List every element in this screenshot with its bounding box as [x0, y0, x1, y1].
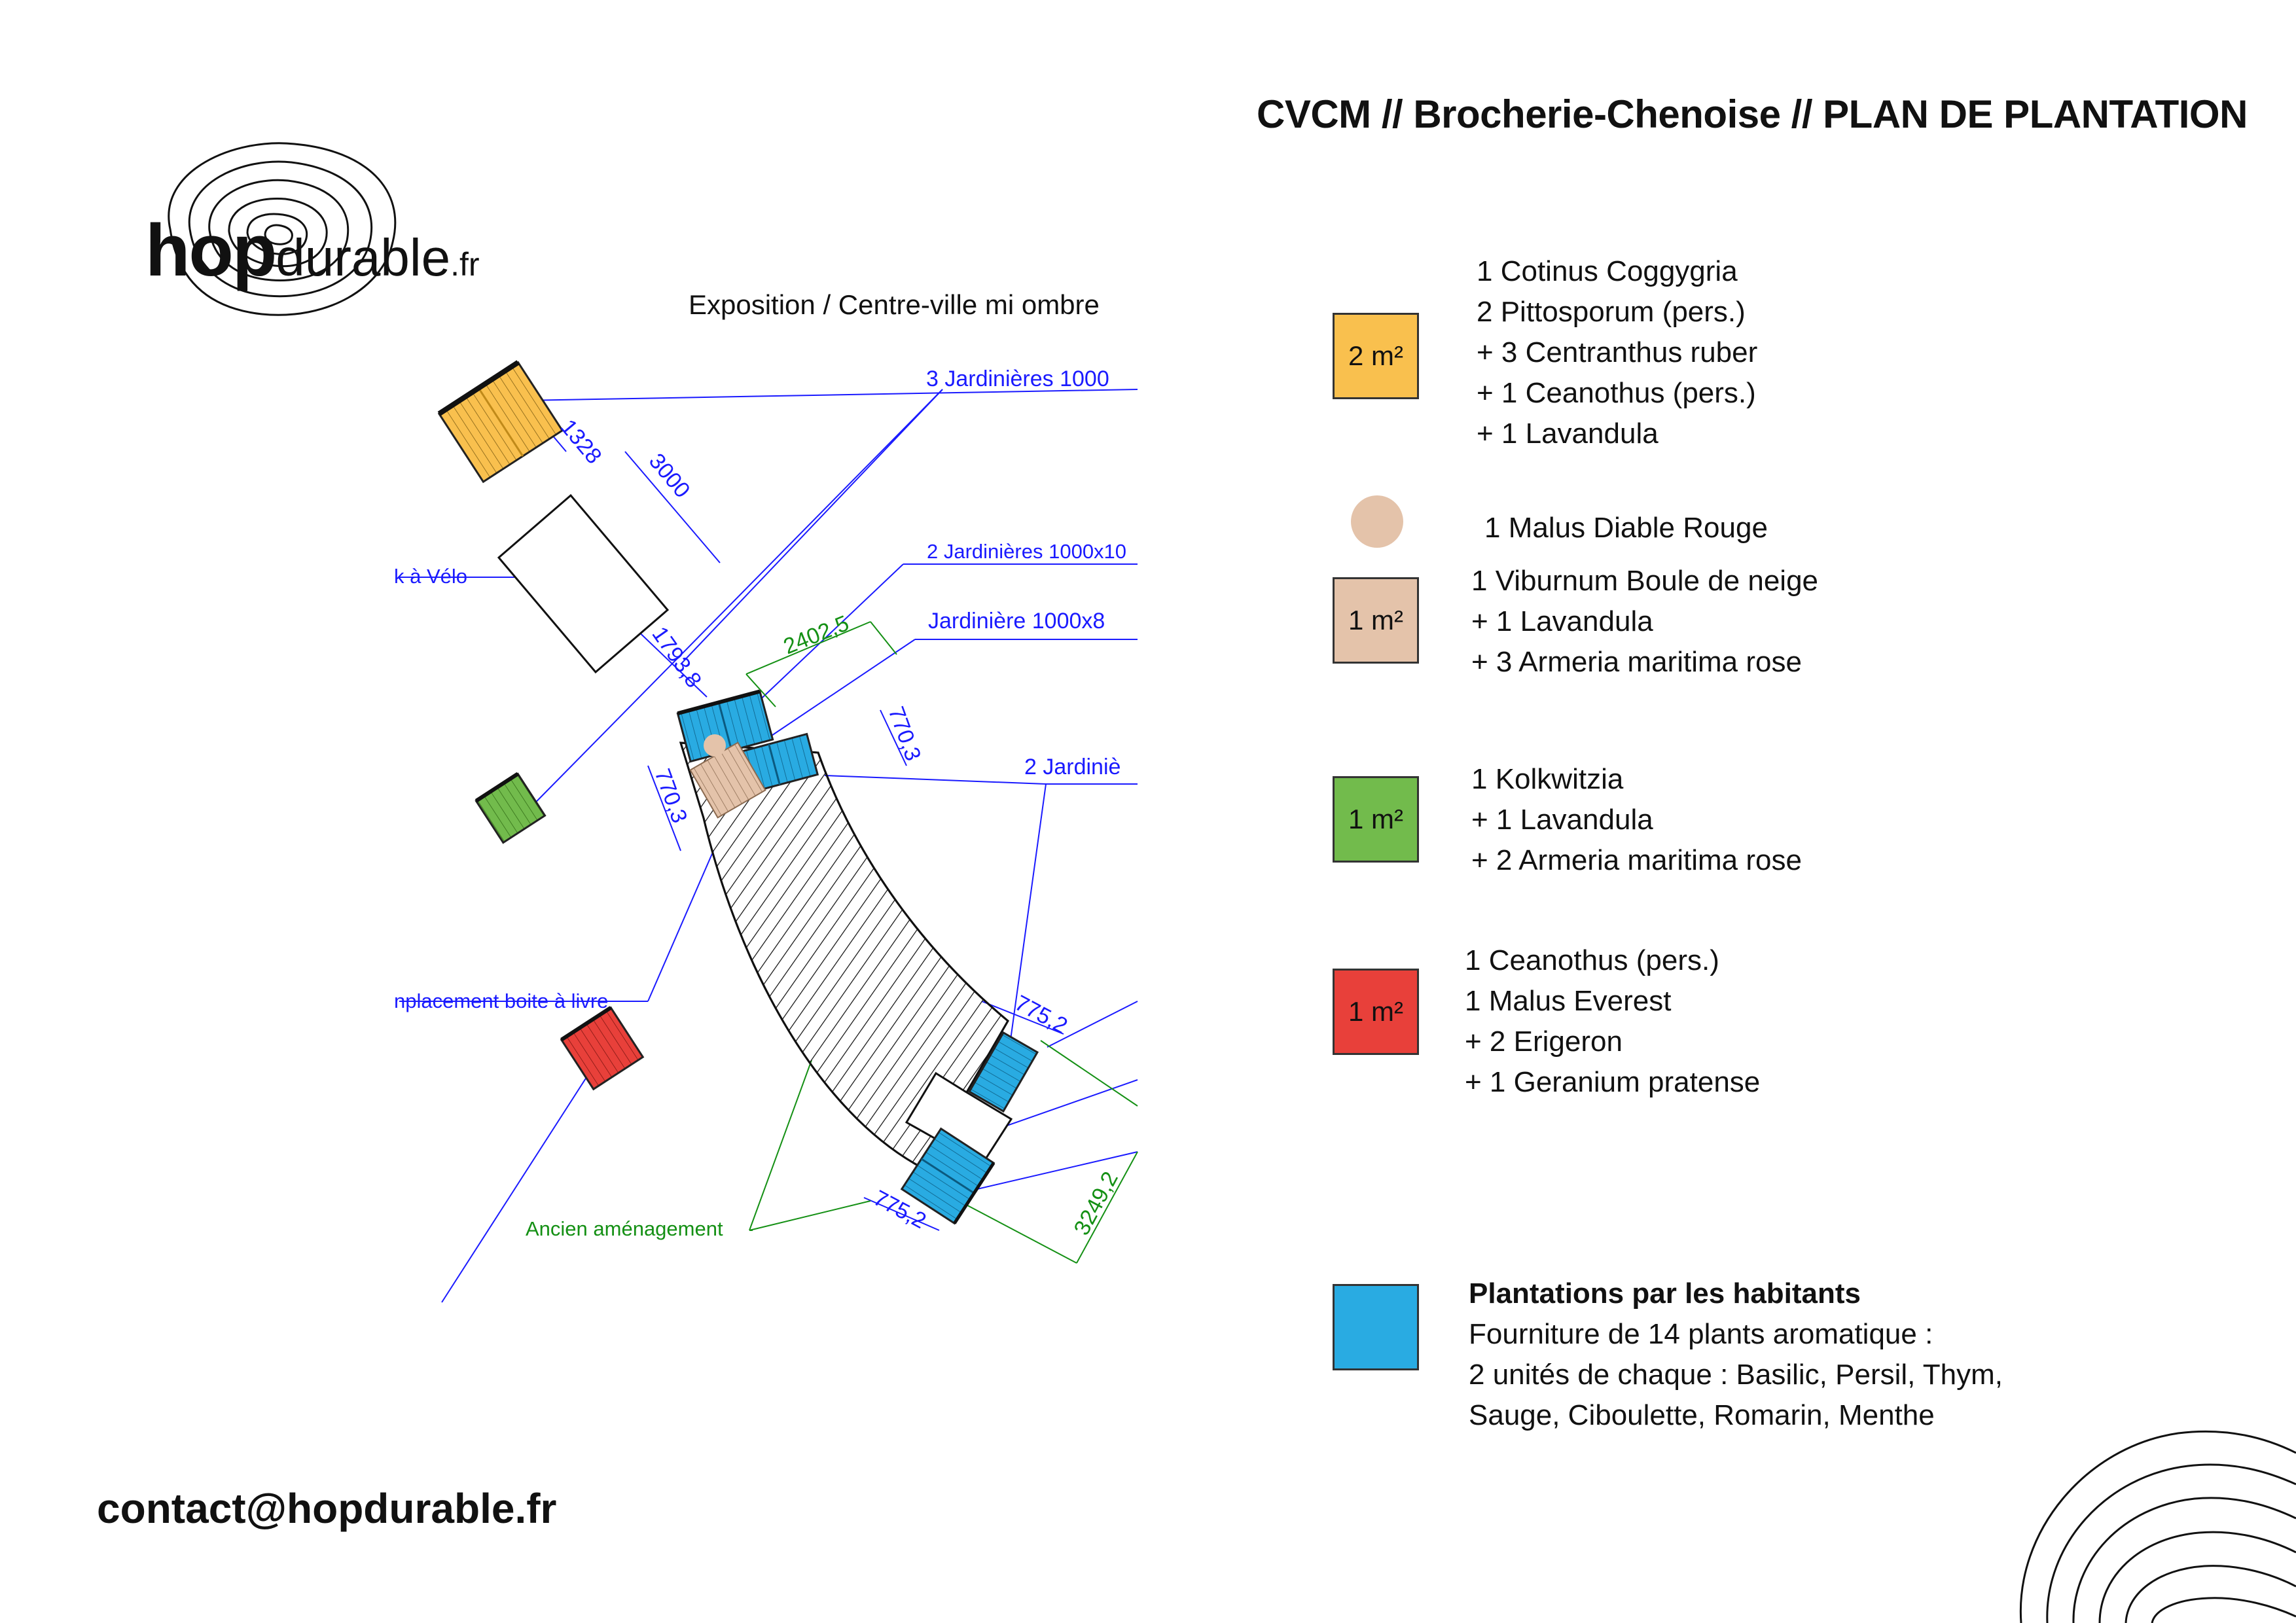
legend-line: 1 Malus Everest: [1465, 985, 1672, 1017]
bed-end-box: [905, 1071, 1013, 1167]
logo-bold: hop: [145, 209, 277, 291]
legend-line: + 1 Ceanothus (pers.): [1477, 377, 1756, 409]
legend-line: + 3 Armeria maritima rose: [1471, 646, 1802, 678]
legend-line: + 2 Erigeron: [1465, 1026, 1623, 1058]
legend-text-yellow: 1 Cotinus Coggygria 2 Pittosporum (pers.…: [1477, 251, 1757, 454]
legend-line: 1 Cotinus Coggygria: [1477, 255, 1738, 287]
green-dim-lines: [745, 621, 1138, 1264]
legend-text-tree: 1 Malus Diable Rouge: [1484, 508, 1768, 548]
dim-770-right: 770,3: [883, 704, 925, 764]
blue-planter-bottom: [900, 1127, 996, 1225]
dim-770-left: 770,3: [649, 766, 692, 827]
label-parc-velo: k à Vélo: [394, 565, 467, 588]
label-boite-livre: nplacement boite à livre: [394, 990, 608, 1012]
legend-text-red: 1 Ceanothus (pers.) 1 Malus Everest + 2 …: [1465, 940, 1760, 1103]
legend-text-habitants: Plantations par les habitants Fourniture…: [1469, 1274, 2003, 1436]
blue-planter-top-left: [676, 689, 774, 763]
malus-tree-marker: [704, 734, 726, 757]
logo-thin: durable: [276, 228, 451, 287]
legend-line: + 1 Lavandula: [1471, 605, 1653, 637]
legend-swatch-yellow: 2 m²: [1333, 313, 1419, 399]
label-jardiniere: Jardinière 1000x8: [928, 609, 1105, 633]
legend-line: Sauge, Ciboulette, Romarin, Menthe: [1469, 1399, 1935, 1431]
logo-tld: .fr: [450, 246, 480, 283]
green-planter: [475, 772, 547, 844]
legend-swatch-pink: 1 m²: [1333, 577, 1419, 664]
exposition-heading: Exposition / Centre-ville mi ombre: [689, 289, 1100, 320]
legend-line: 2 unités de chaque : Basilic, Persil, Th…: [1469, 1359, 2003, 1391]
legend-swatch-blue: [1333, 1284, 1419, 1370]
label-3-jardinieres: 3 Jardinières 1000: [926, 366, 1109, 391]
legend-line: + 1 Lavandula: [1477, 418, 1659, 450]
yellow-planter: [437, 360, 564, 484]
legend-line: 1 Viburnum Boule de neige: [1471, 565, 1819, 597]
legend-line: Fourniture de 14 plants aromatique :: [1469, 1318, 1933, 1350]
legend-line: 1 Ceanothus (pers.): [1465, 944, 1719, 976]
contact-email[interactable]: contact@hopdurable.fr: [97, 1485, 557, 1532]
logo-wordmark: hopdurable.fr: [145, 208, 480, 293]
legend-line: 1 Malus Diable Rouge: [1484, 512, 1768, 544]
legend-line: 1 Kolkwitzia: [1471, 763, 1624, 795]
legend-line: + 2 Armeria maritima rose: [1471, 844, 1802, 876]
legend-swatch-label: 2 m²: [1348, 340, 1403, 371]
corner-rings-icon: [2019, 1430, 2296, 1623]
label-2-jardinieres-right: 2 Jardiniè: [1024, 755, 1121, 779]
legend-text-green: 1 Kolkwitzia + 1 Lavandula + 2 Armeria m…: [1471, 759, 1802, 881]
dim-3249: 3249,2: [1069, 1168, 1123, 1240]
red-planter: [560, 1006, 645, 1091]
legend-swatch-label: 1 m²: [1348, 605, 1403, 635]
bike-park-outline: [497, 493, 670, 674]
dim-2402: 2402,5: [780, 611, 853, 659]
legend-line: + 3 Centranthus ruber: [1477, 336, 1758, 368]
legend-tree-circle: [1351, 495, 1403, 548]
habitants-title: Plantations par les habitants: [1469, 1277, 1861, 1310]
legend-swatch-label: 1 m²: [1348, 804, 1403, 834]
blue-planter-bottom-right: [967, 1031, 1039, 1113]
site-plan: 3 Jardinières 1000 2 Jardinières 1000x10…: [394, 360, 1138, 1303]
legend-swatch-label: 1 m²: [1348, 996, 1403, 1027]
page-title: CVCM // Brocherie-Chenoise // PLAN DE PL…: [1257, 92, 2248, 136]
dim-1328: 1328: [556, 415, 607, 469]
legend-text-pink: 1 Viburnum Boule de neige + 1 Lavandula …: [1471, 561, 1818, 683]
label-2-jardinieres-top: 2 Jardinières 1000x10: [927, 540, 1126, 563]
legend-swatch-green: 1 m²: [1333, 776, 1419, 863]
logo-rings-icon: [168, 142, 397, 316]
legend-line: + 1 Lavandula: [1471, 804, 1653, 836]
legend-line: 2 Pittosporum (pers.): [1477, 296, 1746, 328]
dim-3000: 3000: [644, 449, 695, 503]
legend-swatch-red: 1 m²: [1333, 969, 1419, 1055]
legend-line: + 1 Geranium pratense: [1465, 1066, 1761, 1098]
label-ancien-amenagement: Ancien aménagement: [526, 1217, 723, 1240]
dim-775-top: 775,2: [1011, 991, 1071, 1039]
dim-1793: 1793,8: [647, 622, 706, 692]
